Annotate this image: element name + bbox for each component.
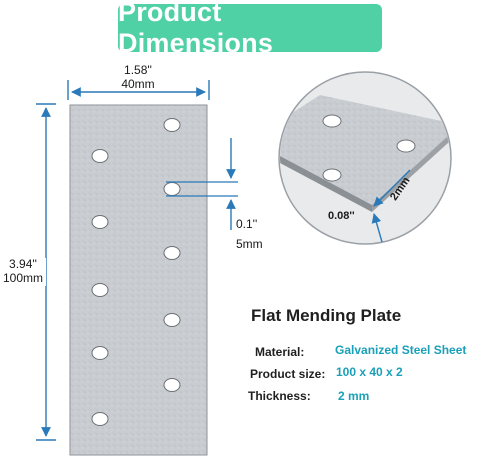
- title-badge: Product Dimensions: [118, 0, 382, 58]
- width-mm: 40mm: [121, 76, 155, 91]
- hole-spacing-mm: 5mm: [236, 236, 263, 251]
- thickness-detail: [278, 71, 452, 245]
- height-label: 3.94'' 100mm: [0, 257, 46, 286]
- hole-spacing-label: 0.1'' 5mm: [236, 217, 266, 252]
- product-name: Flat Mending Plate: [251, 306, 402, 325]
- width-inches: 1.58'': [124, 63, 152, 77]
- spec-value-size: 100 x 40 x 2: [336, 365, 403, 379]
- spec-value-material: Galvanized Steel Sheet: [335, 343, 467, 357]
- width-label: 1.58'' 40mm: [108, 63, 168, 92]
- spec-label-thickness: Thickness:: [248, 389, 311, 403]
- mending-plate: [69, 104, 208, 456]
- height-dimension: [36, 103, 56, 441]
- hole-spacing-inches: 0.1'': [236, 217, 258, 231]
- spec-label-size: Product size:: [250, 367, 326, 381]
- page-title: Product Dimensions: [118, 0, 274, 58]
- width-dimension: [67, 80, 210, 100]
- spec-label-material: Material:: [255, 345, 305, 359]
- spec-value-thickness: 2 mm: [338, 389, 370, 403]
- height-inches: 3.94'': [9, 257, 37, 271]
- hole-spacing-dimension: [166, 138, 238, 230]
- detail-thickness-inches: 0.08'': [328, 210, 355, 222]
- height-mm: 100mm: [2, 270, 43, 285]
